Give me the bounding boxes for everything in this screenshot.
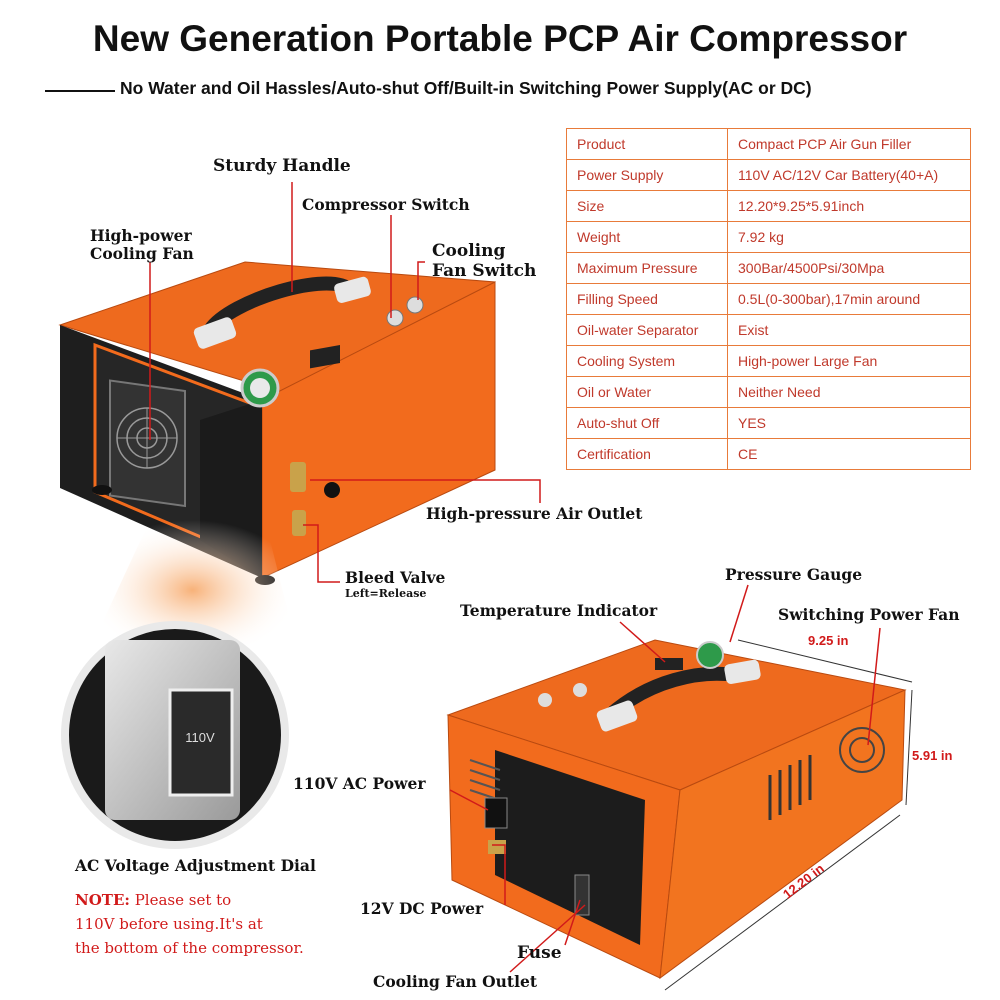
spec-value: 12.20*9.25*5.91inch: [727, 190, 971, 222]
label-bleed-valve: Bleed Valve: [345, 568, 446, 587]
spec-value: 0.5L(0-300bar),17min around: [727, 283, 971, 315]
note-line1: Please set to: [129, 891, 232, 909]
label-switching-power-fan: Switching Power Fan: [778, 605, 960, 624]
dial-value: 110V: [185, 730, 215, 745]
spec-key: Certification: [566, 438, 728, 470]
note-prefix: NOTE:: [75, 891, 130, 909]
label-cooling-fan-outlet: Cooling Fan Outlet: [373, 972, 537, 991]
spec-key: Cooling System: [566, 345, 728, 377]
voltage-dial-inset: 110V: [61, 621, 289, 849]
label-sturdy-handle: Sturdy Handle: [213, 156, 351, 176]
spec-value: CE: [727, 438, 971, 470]
dimension-lines: [664, 639, 913, 991]
spec-value: 110V AC/12V Car Battery(40+A): [727, 159, 971, 191]
label-compressor-switch: Compressor Switch: [302, 195, 470, 214]
spec-value: Compact PCP Air Gun Filler: [727, 128, 971, 160]
dimension-height: 5.91 in: [912, 748, 953, 763]
label-voltage-dial: AC Voltage Adjustment Dial: [75, 856, 316, 875]
callout-lines-bottom: [449, 584, 881, 973]
spec-key: Auto-shut Off: [566, 407, 728, 439]
subtitle-rule: [45, 90, 115, 92]
spec-value: High-power Large Fan: [727, 345, 971, 377]
spec-key: Weight: [566, 221, 728, 253]
subtitle: No Water and Oil Hassles/Auto-shut Off/B…: [120, 78, 812, 98]
label-air-outlet: High-pressure Air Outlet: [426, 504, 643, 523]
label-cooling-fan-switch-1: Cooling: [432, 241, 506, 261]
dimension-width: 9.25 in: [808, 633, 849, 648]
spec-key: Maximum Pressure: [566, 252, 728, 284]
compressor-rear-view: [446, 639, 907, 980]
spec-key: Product: [566, 128, 728, 160]
label-cooling-fan-switch-2: Fan Switch: [432, 261, 537, 281]
label-bleed-valve-note: Left=Release: [345, 587, 427, 600]
label-temperature-indicator: Temperature Indicator: [460, 601, 658, 620]
compressor-front-view: [58, 261, 496, 585]
label-cooling-fan-1: High-power: [90, 226, 192, 245]
label-ac-power: 110V AC Power: [293, 774, 426, 793]
spec-key: Oil or Water: [566, 376, 728, 408]
page-title: New Generation Portable PCP Air Compress…: [92, 18, 908, 59]
voltage-note: NOTE: Please set to 110V before using.It…: [75, 888, 304, 960]
label-dc-power: 12V DC Power: [360, 899, 484, 918]
note-line3: the bottom of the compressor.: [75, 939, 304, 957]
callout-lines-top: [149, 182, 541, 583]
spec-key: Size: [566, 190, 728, 222]
cooling-fan-grill: [109, 379, 186, 508]
note-line2: 110V before using.It's at: [75, 915, 263, 933]
spec-value: YES: [727, 407, 971, 439]
spec-key: Oil-water Separator: [566, 314, 728, 346]
label-cooling-fan-2: Cooling Fan: [90, 244, 194, 263]
label-pressure-gauge: Pressure Gauge: [725, 565, 863, 584]
label-fuse: Fuse: [517, 943, 562, 963]
spec-value: Neither Need: [727, 376, 971, 408]
spec-key: Filling Speed: [566, 283, 728, 315]
